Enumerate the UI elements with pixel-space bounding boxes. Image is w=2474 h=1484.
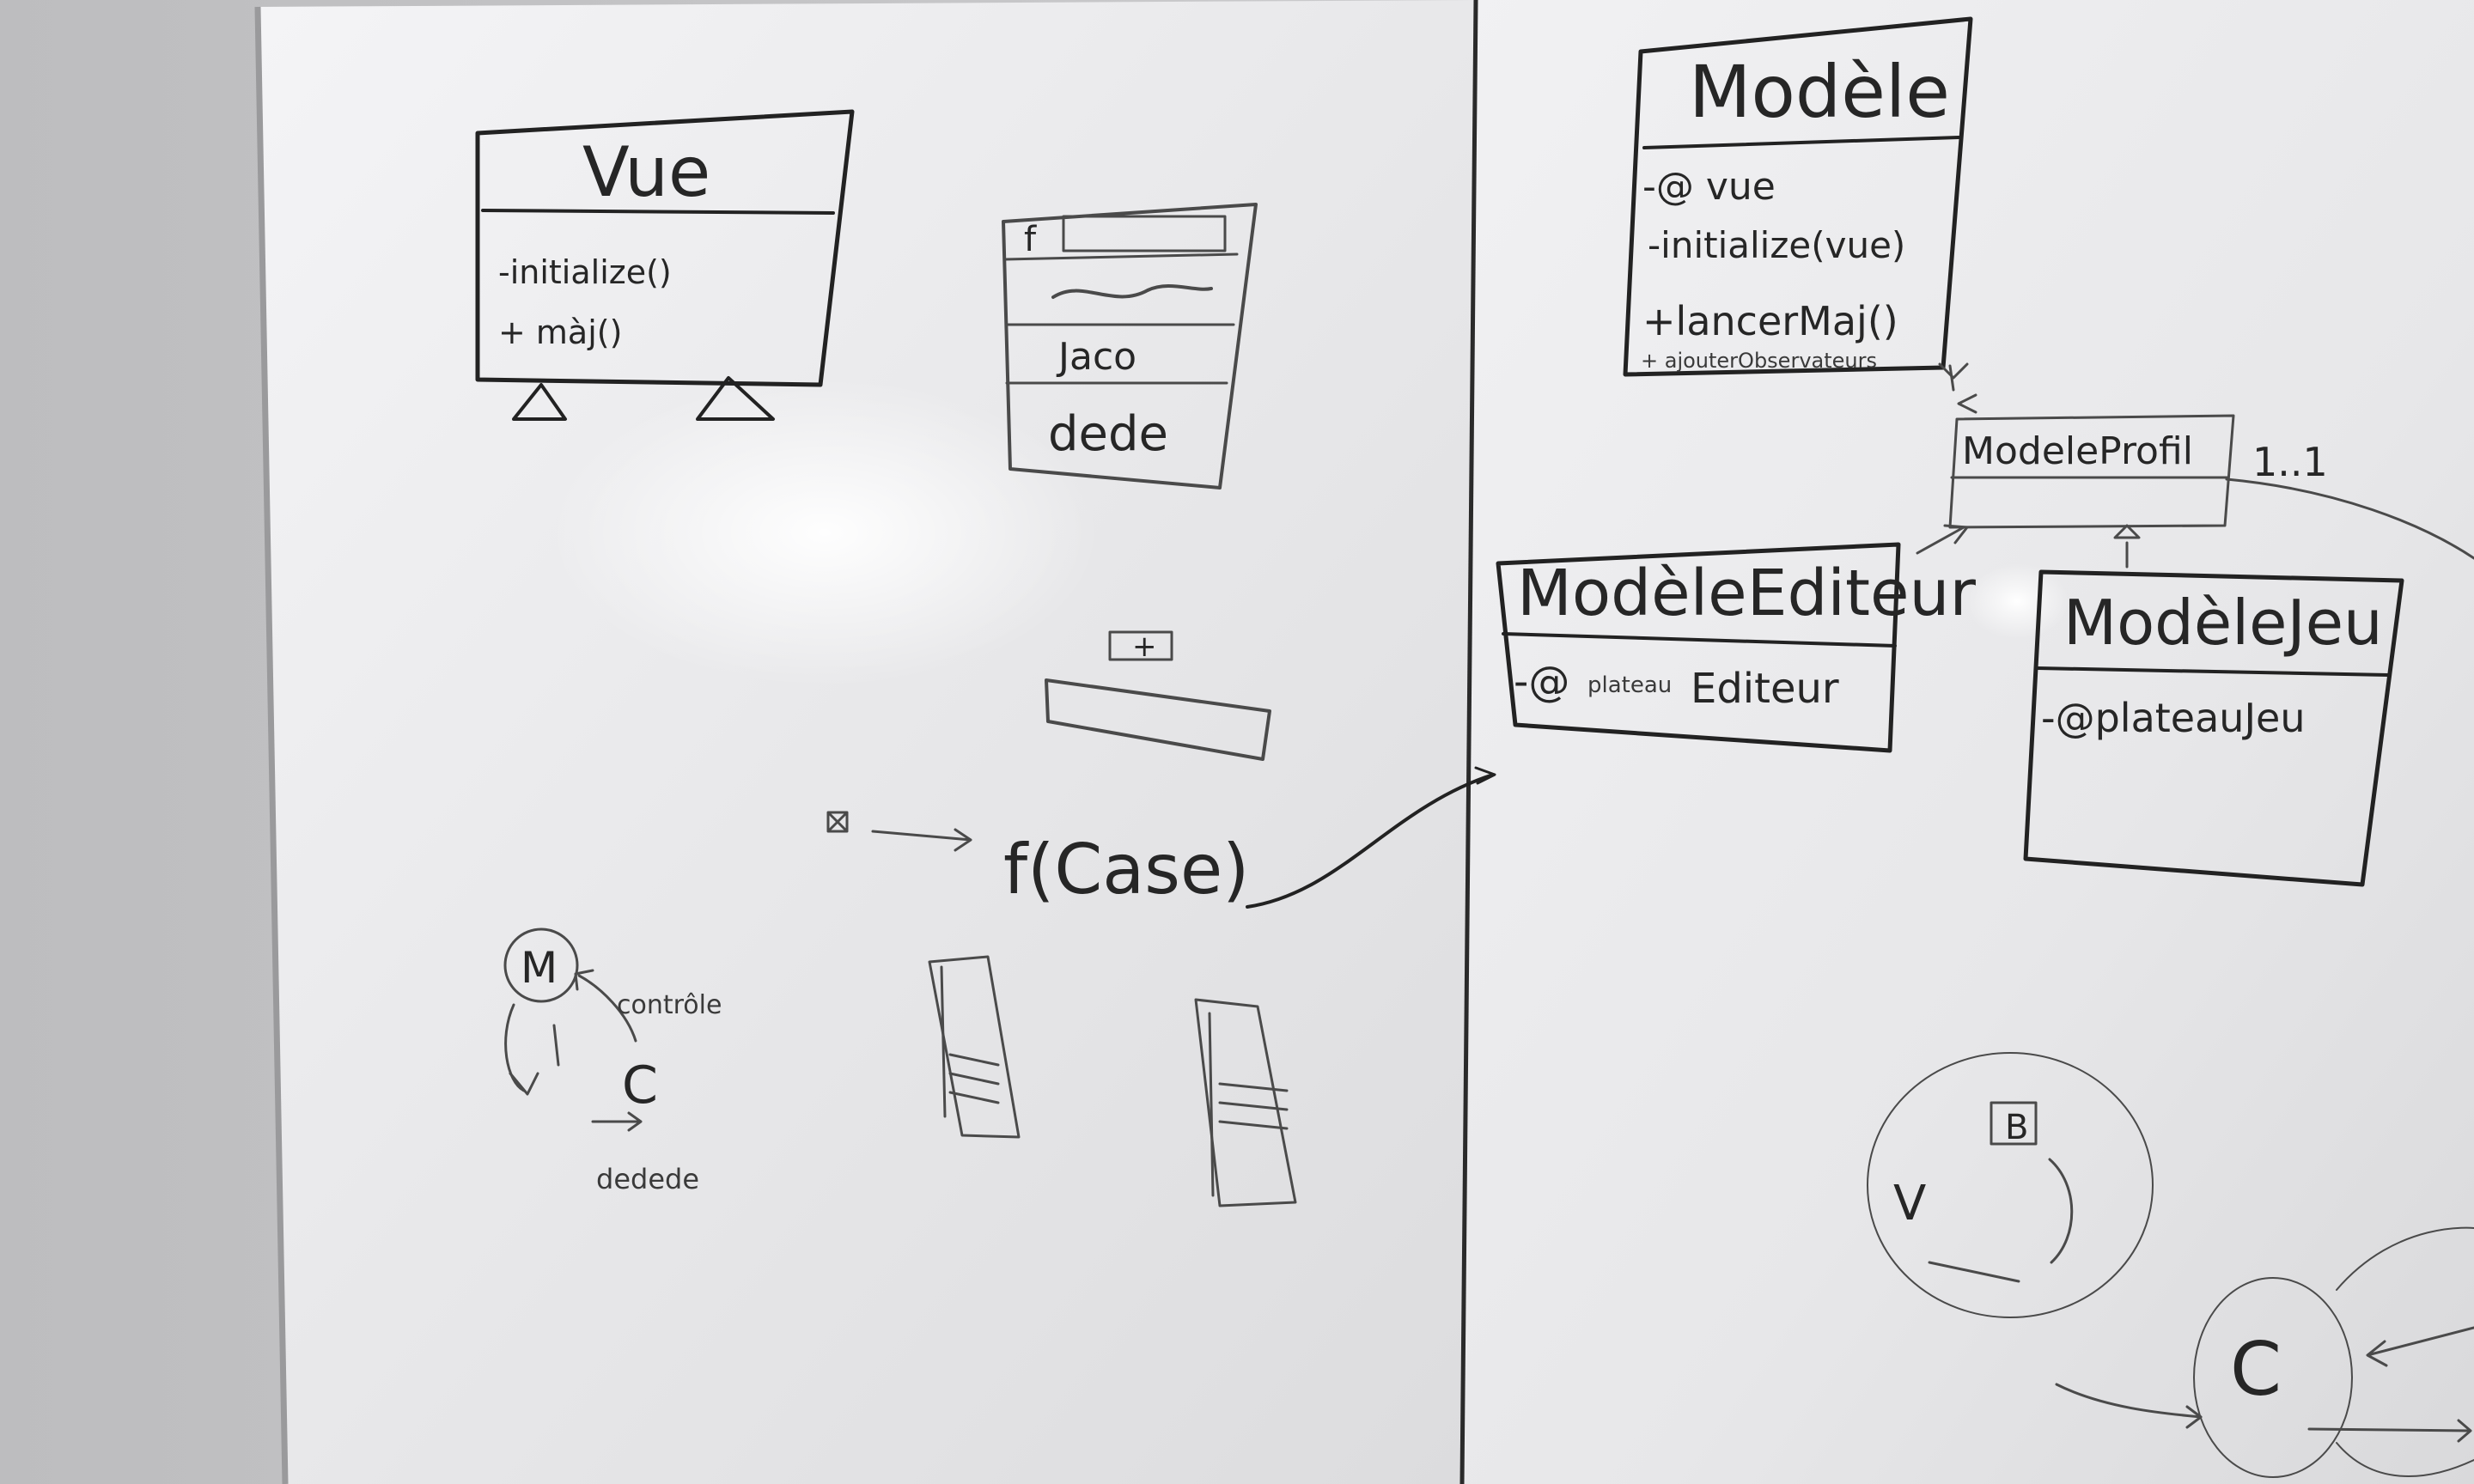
circle-b: B	[2005, 1108, 2028, 1147]
mvc-sketch: M contrôle C dedede	[503, 928, 722, 1195]
plus-button-sketch: +	[1045, 629, 1271, 761]
modele-editeur-attr-small: plateau	[1587, 672, 1672, 698]
list-widget-sketch: f Jaco dede	[1002, 203, 1258, 490]
modele-jeu-attr: -@plateauJeu	[2041, 695, 2305, 741]
glare-right	[1965, 563, 2069, 639]
mvc-controle-label: contrôle	[617, 990, 722, 1020]
modele-editeur-title: ModèleEditeur	[1517, 556, 1976, 630]
circle-sketch: B V C	[1867, 1052, 2474, 1478]
right-whiteboard	[1460, 0, 2474, 1484]
vue-title: Vue	[582, 132, 710, 212]
paper-sketch-2	[1194, 998, 1297, 1207]
modele-editeur-attr-prefix: -@	[1514, 658, 1569, 706]
list-item-1: Jaco	[1056, 335, 1136, 379]
modele-attr-vue: -@ vue	[1642, 165, 1776, 209]
modele-profil-box: ModeleProfil 1..1	[1938, 362, 2474, 560]
board-frame-left	[254, 6, 289, 1484]
vue-op-initialize: -initialize()	[498, 253, 672, 291]
mvc-m: M	[521, 943, 558, 993]
modele-op-lancermaj: +lancerMaj()	[1642, 298, 1898, 344]
mvc-bottom-label: dedede	[596, 1163, 699, 1195]
glare-left	[550, 378, 1100, 687]
function-call-sketch: f(Case)	[826, 766, 1496, 909]
list-f-label: f	[1024, 220, 1037, 259]
paper-sketch-1	[928, 955, 1021, 1139]
modele-op-initialize: -initialize(vue)	[1648, 224, 1905, 266]
modele-editeur-attr-big: Editeur	[1691, 665, 1839, 713]
mvc-c: C	[622, 1055, 658, 1116]
circle-c: C	[2230, 1327, 2282, 1413]
modele-class-box: Modèle -@ vue -initialize(vue) +lancerMa…	[1623, 16, 1973, 377]
modele-profil-title: ModeleProfil	[1962, 429, 2193, 473]
function-call-text: f(Case)	[1003, 830, 1249, 909]
vue-class-box: Vue -initialize() + màj()	[475, 109, 855, 421]
plus-label: +	[1132, 629, 1157, 664]
circle-v: V	[1893, 1176, 1926, 1232]
modele-jeu-title: ModèleJeu	[2063, 587, 2383, 659]
modele-editeur-box: ModèleEditeur -@ plateau Editeur	[1496, 524, 1976, 753]
board-divider	[1459, 0, 1478, 1484]
list-item-2: dede	[1048, 406, 1168, 462]
vue-op-maj: + màj()	[498, 313, 622, 351]
modele-jeu-box: ModèleJeu -@plateauJeu	[2023, 524, 2404, 887]
left-whiteboard	[258, 0, 1476, 1484]
modele-profil-multiplicity: 1..1	[2252, 439, 2328, 485]
modele-op-ajouter: + ajouterObservateurs	[1641, 349, 1877, 373]
modele-title: Modèle	[1689, 50, 1950, 134]
